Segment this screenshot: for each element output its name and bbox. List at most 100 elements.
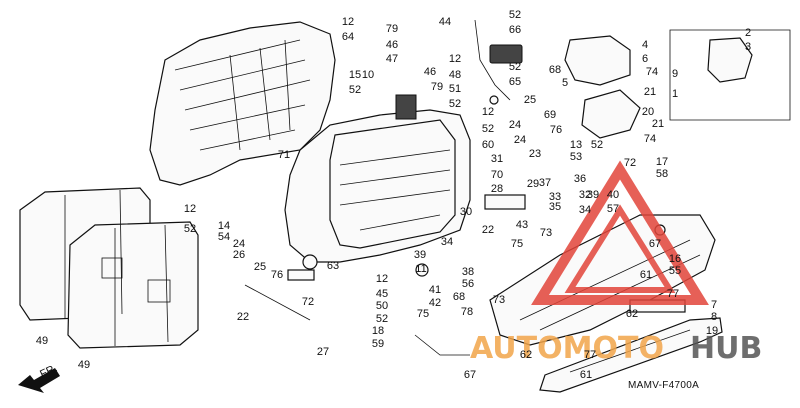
callout-label: 49 bbox=[78, 359, 90, 371]
callout-label: 23 bbox=[529, 148, 541, 160]
callout-label: 25 bbox=[524, 94, 536, 106]
callout-label: 24 bbox=[233, 238, 245, 250]
callout-label: 63 bbox=[327, 260, 339, 272]
callout-label: 78 bbox=[461, 306, 473, 318]
callout-label: 68 bbox=[549, 64, 561, 76]
callout-label: 34 bbox=[579, 204, 591, 216]
callout-label: 46 bbox=[386, 39, 398, 51]
callout-label: 72 bbox=[624, 157, 636, 169]
callout-label: 52 bbox=[349, 84, 361, 96]
callout-label: 69 bbox=[544, 109, 556, 121]
saddlebags bbox=[19, 187, 199, 349]
callout-label: 2 bbox=[745, 27, 751, 39]
callout-label: 37 bbox=[539, 177, 551, 189]
callout-label: 33 bbox=[549, 191, 561, 203]
callout-label: 71 bbox=[278, 149, 290, 161]
callout-label: 12 bbox=[449, 53, 461, 65]
callout-label: 13 bbox=[570, 139, 582, 151]
callout-label: 30 bbox=[460, 206, 472, 218]
callout-label: 35 bbox=[549, 201, 561, 213]
callout-label: 7 bbox=[711, 299, 717, 311]
callout-label: 25 bbox=[254, 261, 266, 273]
callout-label: 21 bbox=[644, 86, 656, 98]
callout-label: 72 bbox=[302, 296, 314, 308]
callout-label: 26 bbox=[233, 249, 245, 261]
callout-label: 49 bbox=[36, 335, 48, 347]
callout-label: 16 bbox=[669, 253, 681, 265]
callout-label: 15 bbox=[349, 69, 361, 81]
callout-label: 20 bbox=[642, 106, 654, 118]
callout-label: 22 bbox=[237, 311, 249, 323]
callout-label: 75 bbox=[511, 238, 523, 250]
callout-label: 38 bbox=[462, 266, 474, 278]
callout-label: 39 bbox=[587, 189, 599, 201]
callout-label: 60 bbox=[482, 139, 494, 151]
callout-label: 52 bbox=[591, 139, 603, 151]
watermark-part1: AUTOMOTO bbox=[470, 331, 664, 366]
callout-label: 52 bbox=[184, 223, 196, 235]
watermark: AUTOMOTO HUB bbox=[470, 160, 762, 366]
callout-label: 77 bbox=[584, 349, 596, 361]
callout-label: 5 bbox=[562, 77, 568, 89]
callout-label: 68 bbox=[453, 291, 465, 303]
callout-label: 79 bbox=[431, 81, 443, 93]
callout-label: 56 bbox=[462, 278, 474, 290]
callout-label: 27 bbox=[317, 346, 329, 358]
callout-label: 67 bbox=[649, 238, 661, 250]
callout-label: 48 bbox=[449, 69, 461, 81]
callout-label: 50 bbox=[376, 300, 388, 312]
callout-label: 52 bbox=[376, 313, 388, 325]
callout-label: 12 bbox=[376, 273, 388, 285]
callout-label: 21 bbox=[652, 118, 664, 130]
callout-label: 65 bbox=[509, 76, 521, 88]
callout-label: 79 bbox=[386, 23, 398, 35]
callout-label: 52 bbox=[482, 123, 494, 135]
callout-label: 6 bbox=[642, 53, 648, 65]
callout-label: 3 bbox=[745, 41, 751, 53]
callout-label: 75 bbox=[417, 308, 429, 320]
callout-label: 29 bbox=[527, 178, 539, 190]
callout-label: 57 bbox=[607, 203, 619, 215]
callout-label: 32 bbox=[579, 189, 591, 201]
callout-label: 52 bbox=[509, 9, 521, 21]
callout-label: 76 bbox=[271, 269, 283, 281]
callout-label: 12 bbox=[184, 203, 196, 215]
callout-label: 10 bbox=[362, 69, 374, 81]
callout-label: 31 bbox=[491, 153, 503, 165]
callout-label: 52 bbox=[509, 61, 521, 73]
callout-label: 39 bbox=[414, 249, 426, 261]
callout-label: 9 bbox=[672, 68, 678, 80]
callout-label: 74 bbox=[646, 66, 658, 78]
callout-label: 55 bbox=[669, 265, 681, 277]
callout-label: 59 bbox=[372, 338, 384, 350]
callout-label: 77 bbox=[667, 288, 679, 300]
callout-label: 70 bbox=[491, 169, 503, 181]
callout-label: 34 bbox=[441, 236, 453, 248]
callout-label: 12 bbox=[342, 16, 354, 28]
callout-label: 43 bbox=[516, 219, 528, 231]
callout-label: 14 bbox=[218, 220, 230, 232]
callout-label: 12 bbox=[482, 106, 494, 118]
callout-label: 1 bbox=[672, 88, 678, 100]
callout-label: 8 bbox=[711, 311, 717, 323]
callout-label: 64 bbox=[342, 31, 354, 43]
callout-label: 11 bbox=[415, 263, 426, 275]
trim-strip bbox=[539, 317, 723, 393]
callout-label: 24 bbox=[509, 119, 521, 131]
callout-label: 61 bbox=[580, 369, 592, 381]
callout-label: 52 bbox=[449, 98, 461, 110]
callout-label: 73 bbox=[493, 294, 505, 306]
callout-label: 46 bbox=[424, 66, 436, 78]
callout-label: 45 bbox=[376, 288, 388, 300]
front-direction-arrow: FR. bbox=[18, 362, 60, 393]
callout-label: 54 bbox=[218, 231, 230, 243]
callout-label: 44 bbox=[439, 16, 451, 28]
callout-label: 36 bbox=[574, 173, 586, 185]
callout-label: 4 bbox=[642, 39, 648, 51]
callout-label: 67 bbox=[464, 369, 476, 381]
callout-label: 74 bbox=[644, 133, 656, 145]
callout-label: 47 bbox=[386, 53, 398, 65]
callout-label: 18 bbox=[372, 325, 384, 337]
